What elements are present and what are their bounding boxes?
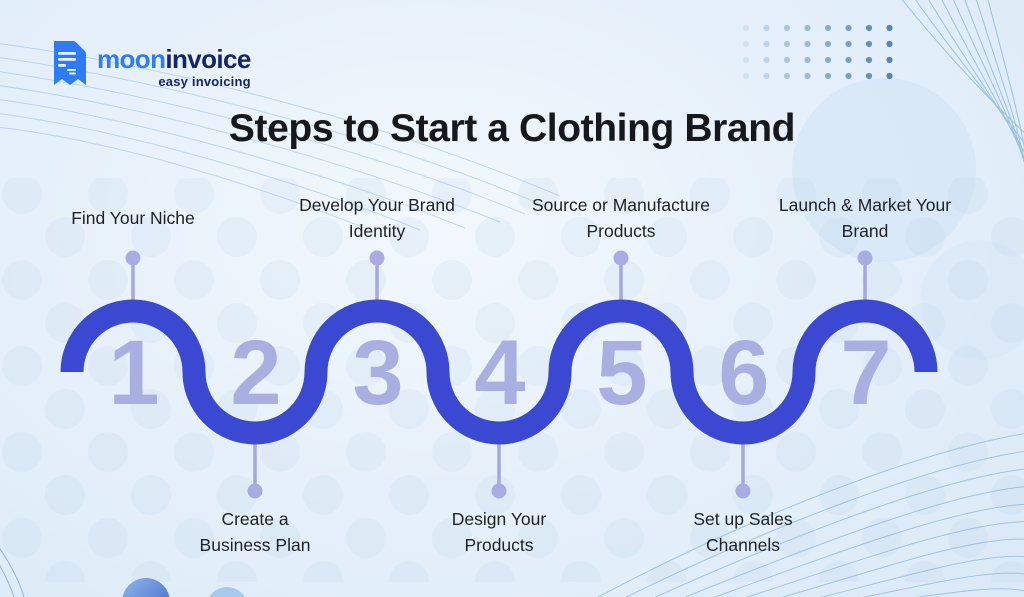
step-label-find-your-niche: Find Your Niche xyxy=(48,190,218,246)
invoice-ribbon-icon xyxy=(48,40,88,86)
step-number-6: 6 xyxy=(718,321,769,424)
brand-tagline: easy invoicing xyxy=(158,74,251,89)
step-number-3: 3 xyxy=(352,321,403,424)
step-number-2: 2 xyxy=(230,321,281,424)
step-label-create-a-business-plan: Create a Business Plan xyxy=(185,504,325,560)
bottom-circle xyxy=(209,587,245,597)
step-label-set-up-sales-channels: Set up Sales Channels xyxy=(673,504,813,560)
lines-bottom-left xyxy=(0,547,25,597)
step-label-text: Set up Sales Channels xyxy=(693,508,793,556)
brand-logo: mooninvoice easy invoicing xyxy=(48,40,251,89)
step-label-launch-and-market-your-brand: Launch & Market Your Brand xyxy=(775,190,955,246)
step-number-7: 7 xyxy=(840,321,891,424)
step-label-text: Find Your Niche xyxy=(71,207,195,228)
soft-blob xyxy=(920,240,1024,360)
step-number-1: 1 xyxy=(108,321,159,424)
brand-name-moon: moon xyxy=(97,44,166,74)
step-label-develop-your-brand-identity: Develop Your Brand Identity xyxy=(277,190,477,246)
dot-grid xyxy=(742,24,893,80)
brand-name: mooninvoice xyxy=(97,45,251,73)
step-label-text: Create a Business Plan xyxy=(199,508,311,556)
step-label-design-your-products: Design Your Products xyxy=(429,504,569,560)
page-title: Steps to Start a Clothing Brand xyxy=(228,107,796,150)
step-number-5: 5 xyxy=(596,321,647,424)
step-label-text: Design Your Products xyxy=(451,508,547,556)
step-label-text: Develop Your Brand Identity xyxy=(299,194,455,242)
step-label-source-or-manufacture-products: Source or Manufacture Products xyxy=(511,190,731,246)
step-label-text: Launch & Market Your Brand xyxy=(778,194,952,242)
brand-name-invoice: invoice xyxy=(165,44,251,74)
bottom-circle xyxy=(122,578,170,597)
step-number-4: 4 xyxy=(474,321,525,424)
step-label-text: Source or Manufacture Products xyxy=(531,194,710,242)
